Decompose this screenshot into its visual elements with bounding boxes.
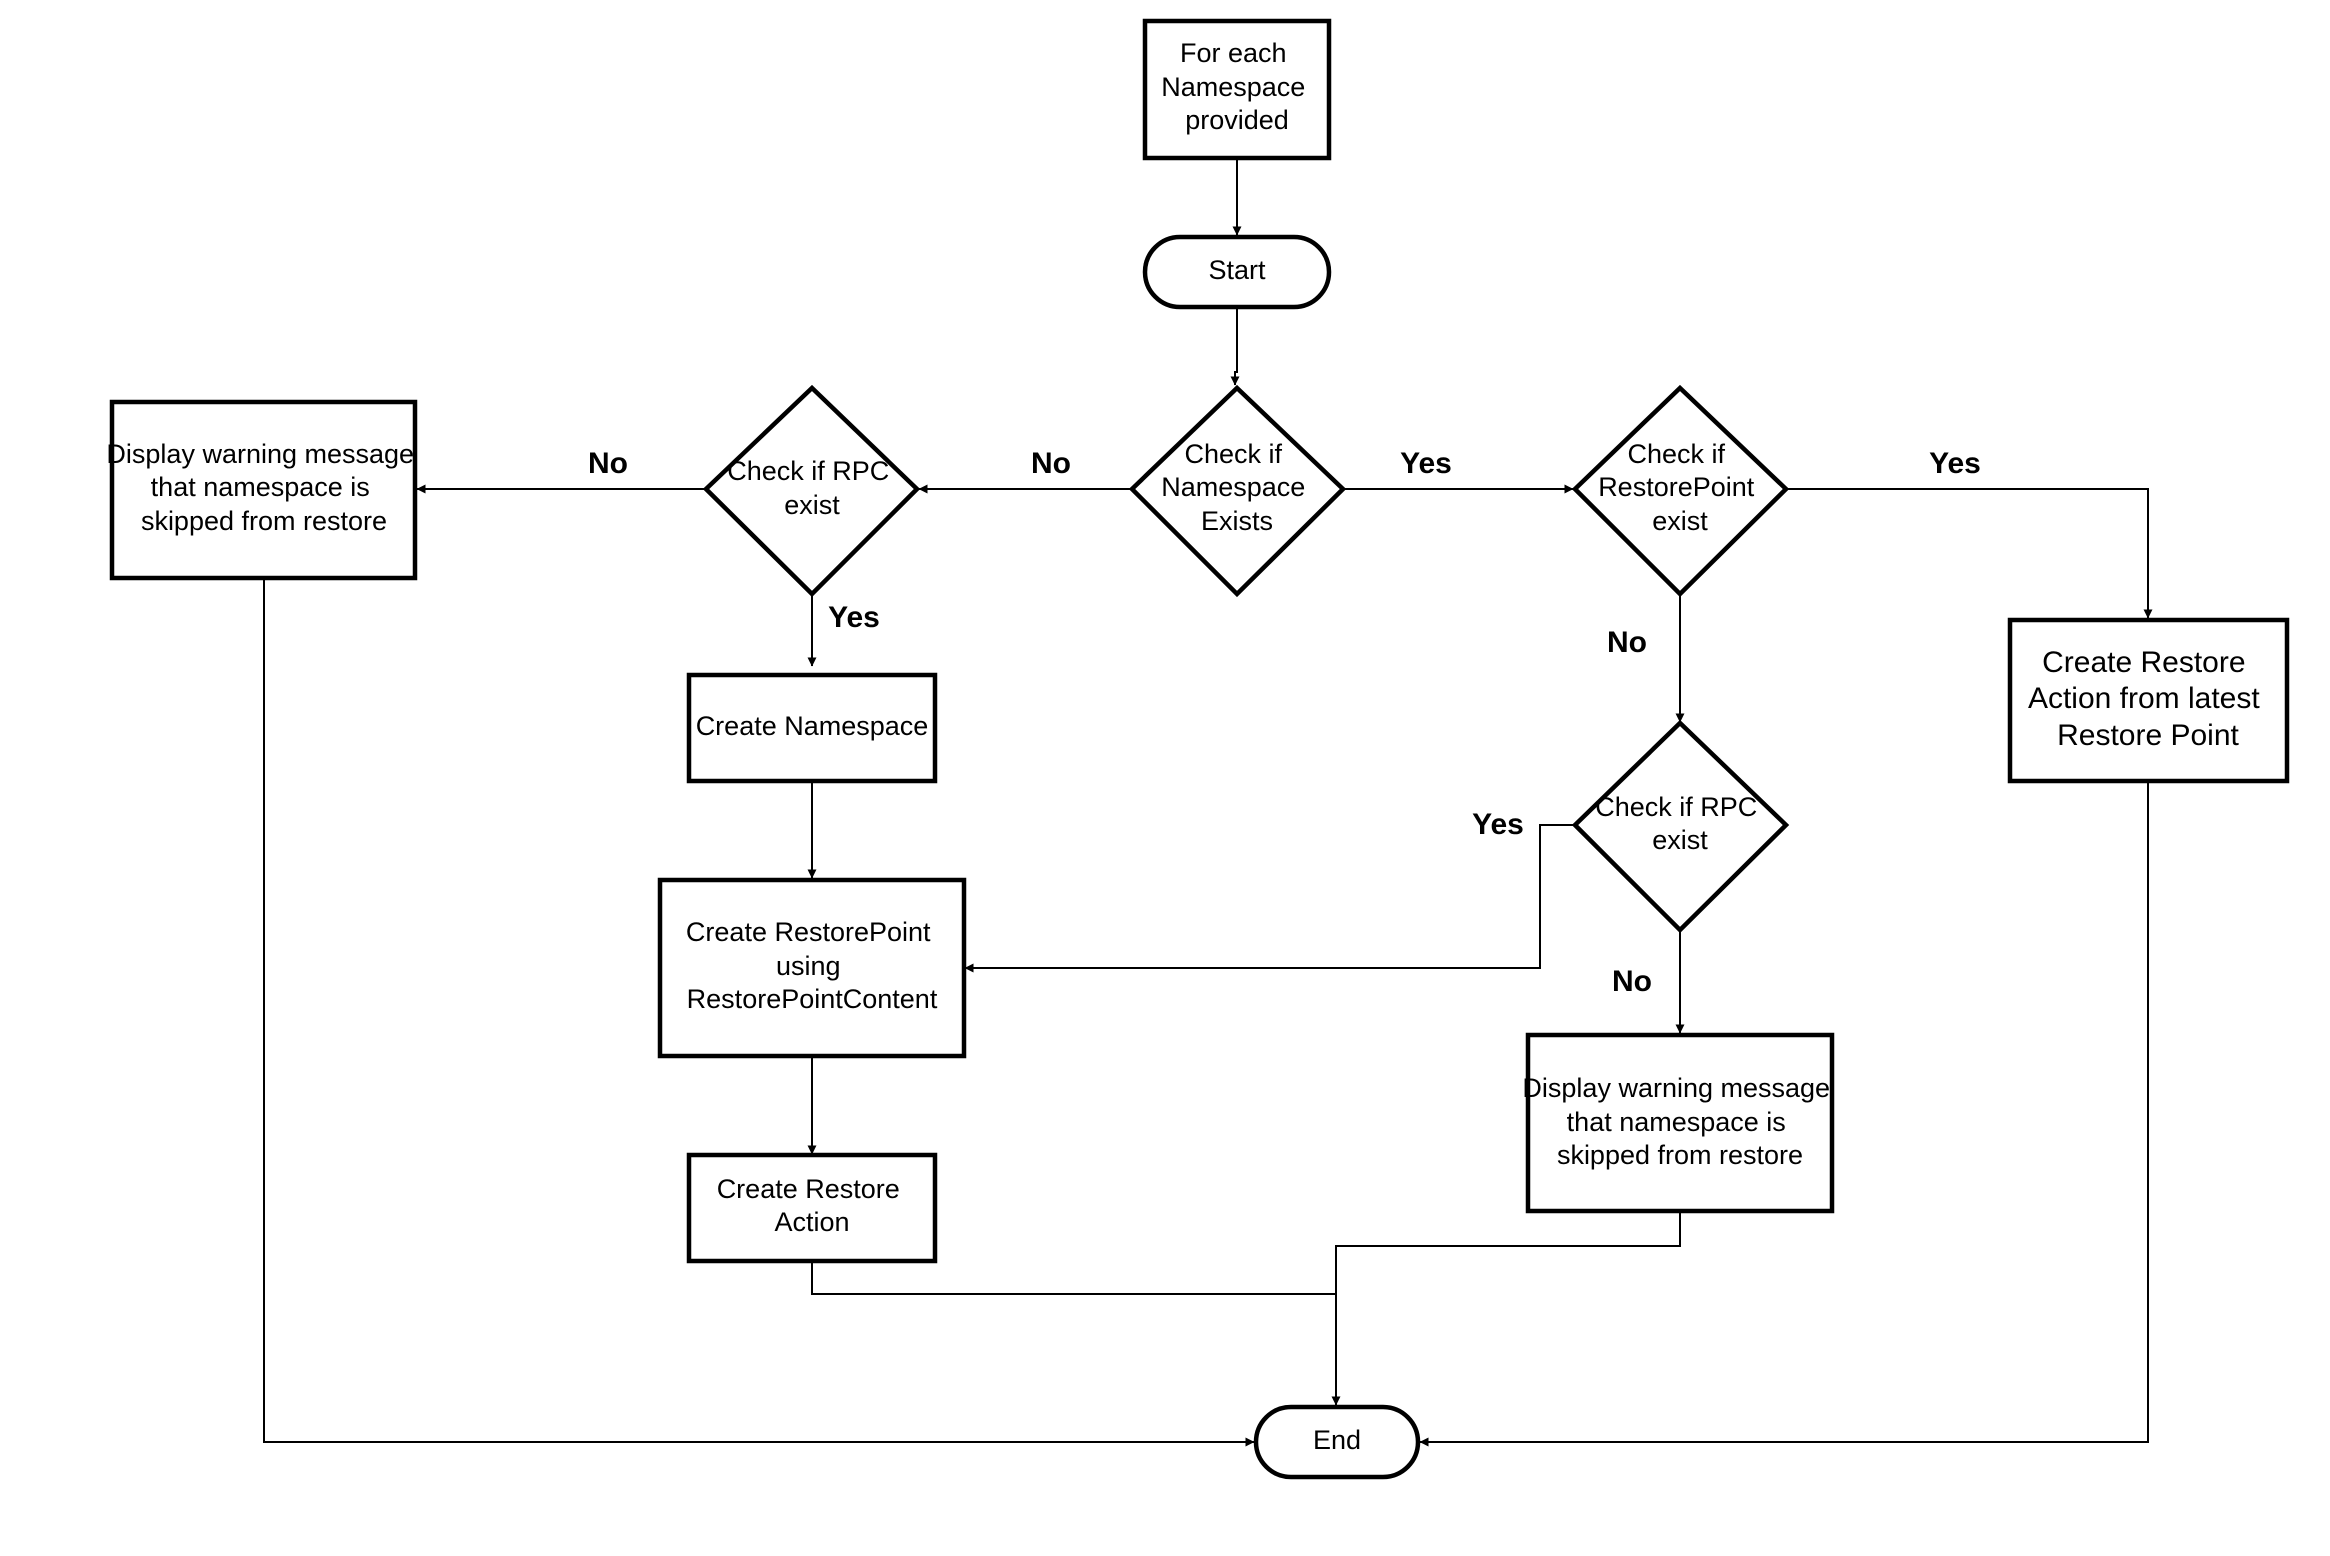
node-for-each-namespace-label: For each Namespace provided: [1161, 38, 1313, 135]
node-warning-left-label: Display warning message that namespace i…: [106, 439, 421, 536]
node-create-restore-latest: Create Restore Action from latest Restor…: [2007, 617, 2290, 784]
node-create-restore-action: Create Restore Action: [686, 1152, 938, 1264]
edge-label-rpc-right-yes: Yes: [1472, 808, 1524, 841]
node-create-restorepoint: Create RestorePoint using RestorePointCo…: [657, 877, 967, 1059]
edge-start-to-check-namespace: [1230, 307, 1240, 386]
node-warning-right: Display warning message that namespace i…: [1522, 1032, 1837, 1214]
edge-label-rpc-left-yes: Yes: [828, 601, 880, 634]
node-check-namespace-exists-label: Check if Namespace Exists: [1161, 439, 1313, 536]
edge-check-restorepoint-yes: [1786, 488, 2153, 619]
node-end: End: [1253, 1404, 1421, 1480]
node-start: Start: [1142, 234, 1332, 310]
node-check-rpc-left: Check if RPC exist: [702, 384, 921, 598]
edges: [263, 158, 2153, 1447]
node-check-restorepoint-exists-label: Check if RestorePoint exist: [1598, 439, 1762, 536]
node-check-namespace-exists: Check if Namespace Exists: [1128, 384, 1347, 598]
edge-restore-latest-to-end: [1419, 783, 2149, 1447]
edge-warning-left-to-end: [263, 580, 1255, 1447]
node-warning-left: Display warning message that namespace i…: [106, 399, 421, 581]
edge-label-namespace-no: No: [1031, 447, 1071, 480]
node-start-label: Start: [1208, 255, 1266, 285]
node-check-rpc-left-label: Check if RPC exist: [727, 456, 897, 520]
edge-label-rpc-right-no: No: [1612, 965, 1652, 998]
node-end-label: End: [1313, 1425, 1361, 1455]
node-check-restorepoint-exists: Check if RestorePoint exist: [1571, 384, 1790, 598]
node-check-rpc-right-label: Check if RPC exist: [1595, 792, 1765, 855]
edge-labels: No Yes No Yes Yes No Yes No: [588, 447, 1981, 998]
node-check-rpc-right: Check if RPC exist: [1571, 719, 1790, 934]
node-for-each-namespace: For each Namespace provided: [1142, 18, 1332, 161]
nodes: For each Namespace provided Start Check …: [106, 18, 2290, 1480]
edge-restore-action-to-end: [811, 1261, 1341, 1406]
edge-label-restorepoint-yes: Yes: [1929, 447, 1981, 480]
node-warning-right-label: Display warning message that namespace i…: [1522, 1073, 1837, 1170]
node-create-namespace-label: Create Namespace: [696, 711, 929, 741]
edge-label-namespace-yes: Yes: [1400, 447, 1452, 480]
edge-warning-right-to-end: [1335, 1212, 1681, 1294]
edge-check-rpc-right-yes: [964, 824, 1574, 973]
node-create-namespace: Create Namespace: [686, 672, 938, 784]
node-create-restorepoint-label: Create RestorePoint using RestorePointCo…: [686, 917, 938, 1014]
node-create-restore-latest-label: Create Restore Action from latest Restor…: [2028, 646, 2268, 752]
edge-label-rpc-left-no: No: [588, 447, 628, 480]
edge-label-restorepoint-no: No: [1607, 626, 1647, 659]
node-create-restore-action-label: Create Restore Action: [717, 1174, 908, 1237]
